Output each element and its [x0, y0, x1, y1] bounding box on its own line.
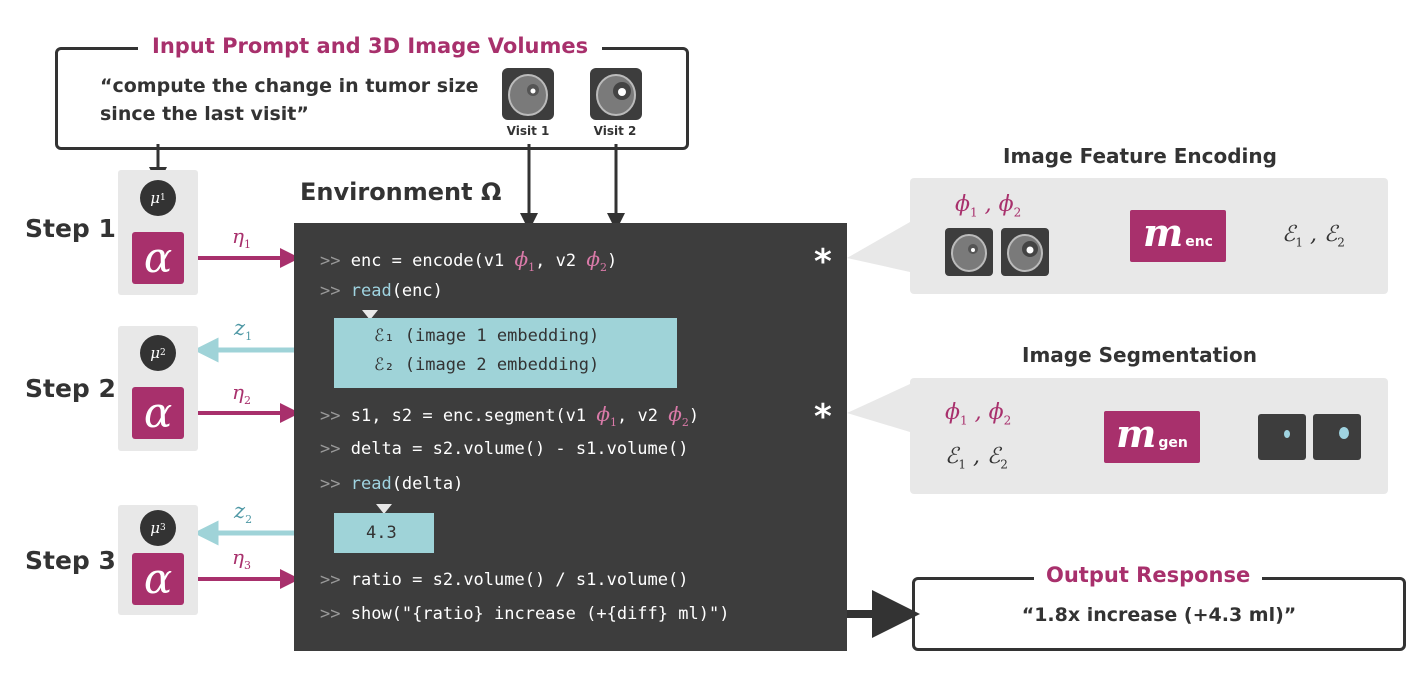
- input-title: Input Prompt and 3D Image Volumes: [138, 34, 603, 58]
- code-line-ratio: >> ratio = s2.volume() / s1.volume(): [320, 570, 689, 590]
- visit2-scan-icon: [596, 74, 636, 116]
- segmentation-phi-inputs: ϕ1 , ϕ2: [945, 400, 1012, 428]
- alpha2-agent: α: [132, 387, 184, 439]
- z1-label: z1: [234, 316, 253, 344]
- visit1-label: Visit 1: [506, 124, 550, 138]
- eta3-label: η3: [232, 545, 251, 572]
- encoding-phi-inputs: ϕ1 , ϕ2: [955, 192, 1022, 220]
- eta2-label: η2: [232, 380, 251, 407]
- visit2-image: [590, 68, 642, 120]
- segmentation-mask2: [1313, 414, 1361, 460]
- output1-line1: ℰ₁ (image 1 embedding): [374, 326, 600, 346]
- code-line-show: >> show("{ratio} increase (+{diff} ml)"): [320, 604, 730, 624]
- segmentation-eps-inputs: ℰ1 , ℰ2: [945, 444, 1008, 472]
- encoding-image2: [1001, 228, 1049, 276]
- eta1-label: η1: [232, 224, 251, 251]
- code-line-read-delta: >> read(delta): [320, 474, 464, 494]
- environment-panel: [294, 223, 847, 651]
- code-line-delta: >> delta = s2.volume() - s1.volume(): [320, 439, 689, 459]
- environment-title: Environment Ω: [300, 178, 502, 206]
- visit1-image: [502, 68, 554, 120]
- output-text: “1.8x increase (+4.3 ml)”: [1021, 604, 1297, 626]
- output-title: Output Response: [1034, 563, 1263, 587]
- encoding-callout: [847, 222, 910, 272]
- output1-line2: ℰ₂ (image 2 embedding): [374, 355, 600, 375]
- alpha1-agent: α: [132, 232, 184, 284]
- code-line-read-enc: >> read(enc): [320, 281, 443, 301]
- output2-box: 4.3: [334, 513, 434, 553]
- output2-value: 4.3: [366, 523, 397, 543]
- encoding-outputs: ℰ1 , ℰ2: [1282, 222, 1345, 250]
- segmentation-callout: [847, 384, 910, 432]
- prompt-text: “compute the change in tumor size since …: [100, 75, 479, 125]
- code-line-segment: >> s1, s2 = enc.segment(v1 ϕ1, v2 ϕ2): [320, 402, 700, 429]
- encoding-image1: [945, 228, 993, 276]
- mask1-icon: [1284, 430, 1290, 438]
- segmentation-panel-title: Image Segmentation: [1022, 343, 1257, 367]
- step2-label: Step 2: [25, 374, 116, 403]
- output2-pointer: [376, 504, 392, 514]
- scan1-icon: [951, 234, 987, 272]
- segmentation-mask1: [1258, 414, 1306, 460]
- encode-star: *: [814, 242, 832, 282]
- mask2-icon: [1339, 427, 1349, 439]
- z2-label: z2: [234, 499, 253, 527]
- visit1-scan-icon: [508, 74, 548, 116]
- output1-box: ℰ₁ (image 1 embedding) ℰ₂ (image 2 embed…: [334, 318, 677, 388]
- segment-star: *: [814, 397, 832, 437]
- scan2-icon: [1007, 234, 1043, 272]
- encoding-panel-title: Image Feature Encoding: [1003, 144, 1277, 168]
- step1-label: Step 1: [25, 214, 116, 243]
- alpha3-agent: α: [132, 553, 184, 605]
- step3-label: Step 3: [25, 546, 116, 575]
- visit2-label: Visit 2: [593, 124, 637, 138]
- output1-pointer: [362, 310, 378, 320]
- code-line-encode: >> enc = encode(v1 ϕ1, v2 ϕ2): [320, 247, 618, 274]
